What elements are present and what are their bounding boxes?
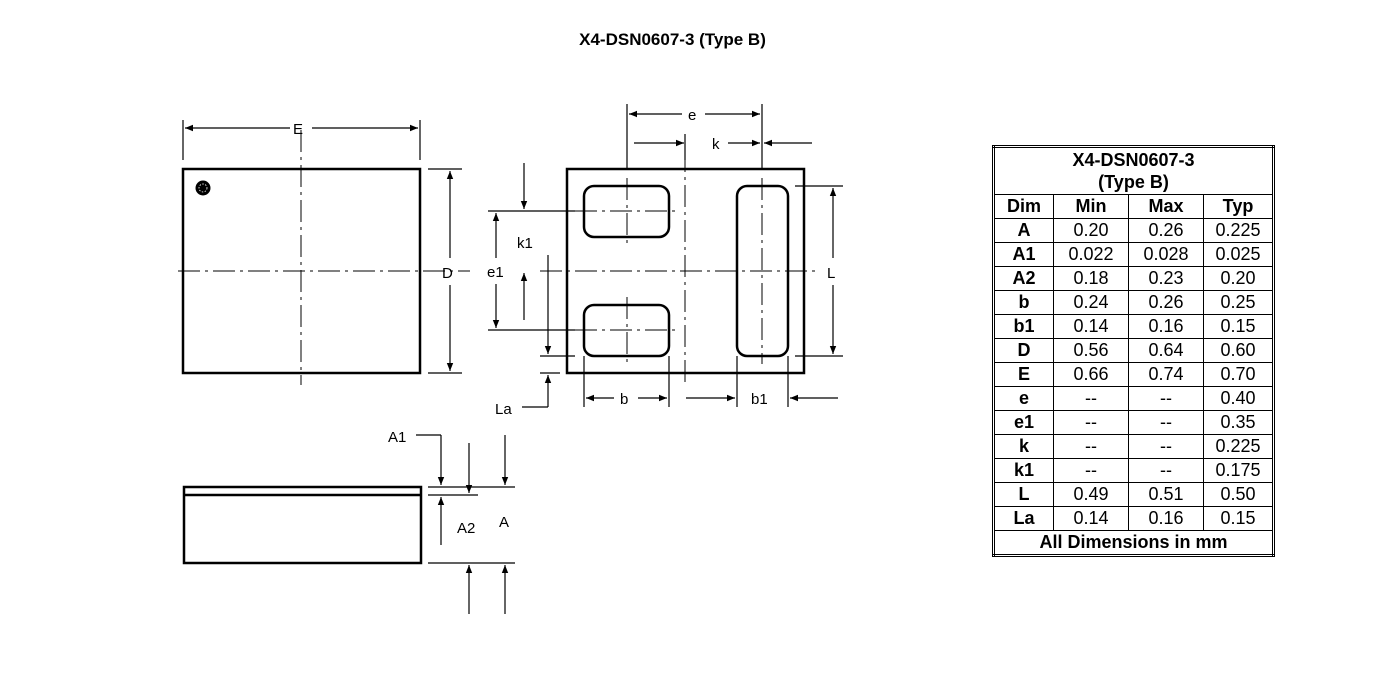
dim-name-cell: e1 (993, 410, 1054, 435)
top-view: E D (178, 120, 470, 385)
value-cell: 0.23 (1128, 266, 1204, 291)
value-cell: 0.70 (1203, 362, 1274, 387)
value-cell: 0.50 (1203, 482, 1274, 507)
dim-label-E: E (293, 121, 303, 138)
table-row: e1----0.35 (993, 410, 1274, 435)
value-cell: 0.26 (1128, 290, 1204, 315)
col-header-max: Max (1128, 194, 1204, 219)
value-cell: -- (1128, 410, 1204, 435)
value-cell: 0.15 (1203, 506, 1274, 531)
value-cell: 0.022 (1053, 242, 1129, 267)
value-cell: 0.51 (1128, 482, 1204, 507)
value-cell: 0.40 (1203, 386, 1274, 411)
value-cell: 0.49 (1053, 482, 1129, 507)
dim-label-La: La (495, 401, 512, 418)
value-cell: 0.025 (1203, 242, 1274, 267)
dim-name-cell: E (993, 362, 1054, 387)
dim-name-cell: k1 (993, 458, 1054, 483)
dim-label-L: L (827, 265, 835, 282)
dim-label-A: A (499, 514, 509, 531)
value-cell: 0.14 (1053, 314, 1129, 339)
col-header-min: Min (1053, 194, 1129, 219)
dim-label-e: e (688, 107, 696, 124)
value-cell: 0.028 (1128, 242, 1204, 267)
value-cell: 0.18 (1053, 266, 1129, 291)
value-cell: 0.74 (1128, 362, 1204, 387)
value-cell: -- (1053, 458, 1129, 483)
bottom-view: e k k1 e1 La L b (487, 104, 843, 418)
pin1-marker-icon (195, 180, 211, 196)
value-cell: -- (1128, 386, 1204, 411)
value-cell: 0.16 (1128, 506, 1204, 531)
package-outline-drawing: E D e k k1 (178, 104, 843, 614)
table-caption-line1: X4-DSN0607-3 (1072, 150, 1195, 170)
side-view-body (182, 485, 423, 565)
dim-name-cell: La (993, 506, 1054, 531)
value-cell: 0.60 (1203, 338, 1274, 363)
value-cell: 0.25 (1203, 290, 1274, 315)
dim-name-cell: b (993, 290, 1054, 315)
dim-label-D: D (442, 265, 453, 282)
value-cell: -- (1053, 386, 1129, 411)
value-cell: 0.15 (1203, 314, 1274, 339)
page-title: X4-DSN0607-3 (Type B) (579, 30, 766, 49)
side-view: A1 A2 A (182, 429, 515, 614)
value-cell: 0.175 (1203, 458, 1274, 483)
dim-label-e1: e1 (487, 264, 504, 281)
dim-name-cell: D (993, 338, 1054, 363)
dim-label-b1: b1 (751, 391, 768, 408)
table-caption: X4-DSN0607-3 (Type B) (993, 146, 1274, 195)
col-header-dim: Dim (993, 194, 1054, 219)
table-row: e----0.40 (993, 386, 1274, 411)
dim-label-k: k (712, 136, 720, 153)
value-cell: 0.14 (1053, 506, 1129, 531)
value-cell: 0.225 (1203, 434, 1274, 459)
value-cell: 0.24 (1053, 290, 1129, 315)
col-header-typ: Typ (1203, 194, 1274, 219)
dim-name-cell: k (993, 434, 1054, 459)
dim-name-cell: e (993, 386, 1054, 411)
value-cell: 0.66 (1053, 362, 1129, 387)
dim-label-b: b (620, 391, 628, 408)
dim-name-cell: A1 (993, 242, 1054, 267)
dim-label-A1: A1 (388, 429, 406, 446)
table-row: k----0.225 (993, 434, 1274, 459)
value-cell: 0.26 (1128, 218, 1204, 243)
value-cell: 0.35 (1203, 410, 1274, 435)
table-footer: All Dimensions in mm (993, 530, 1274, 556)
value-cell: 0.56 (1053, 338, 1129, 363)
value-cell: 0.64 (1128, 338, 1204, 363)
dim-name-cell: A2 (993, 266, 1054, 291)
dim-name-cell: b1 (993, 314, 1054, 339)
dim-label-k1: k1 (517, 235, 533, 252)
dim-name-cell: A (993, 218, 1054, 243)
table-caption-line2: (Type B) (1098, 172, 1169, 192)
value-cell: -- (1128, 458, 1204, 483)
value-cell: 0.225 (1203, 218, 1274, 243)
table-row: k1----0.175 (993, 458, 1274, 483)
dim-name-cell: L (993, 482, 1054, 507)
value-cell: -- (1128, 434, 1204, 459)
dim-label-A2: A2 (457, 520, 475, 537)
value-cell: 0.20 (1053, 218, 1129, 243)
value-cell: -- (1053, 434, 1129, 459)
value-cell: 0.20 (1203, 266, 1274, 291)
value-cell: 0.16 (1128, 314, 1204, 339)
value-cell: -- (1053, 410, 1129, 435)
